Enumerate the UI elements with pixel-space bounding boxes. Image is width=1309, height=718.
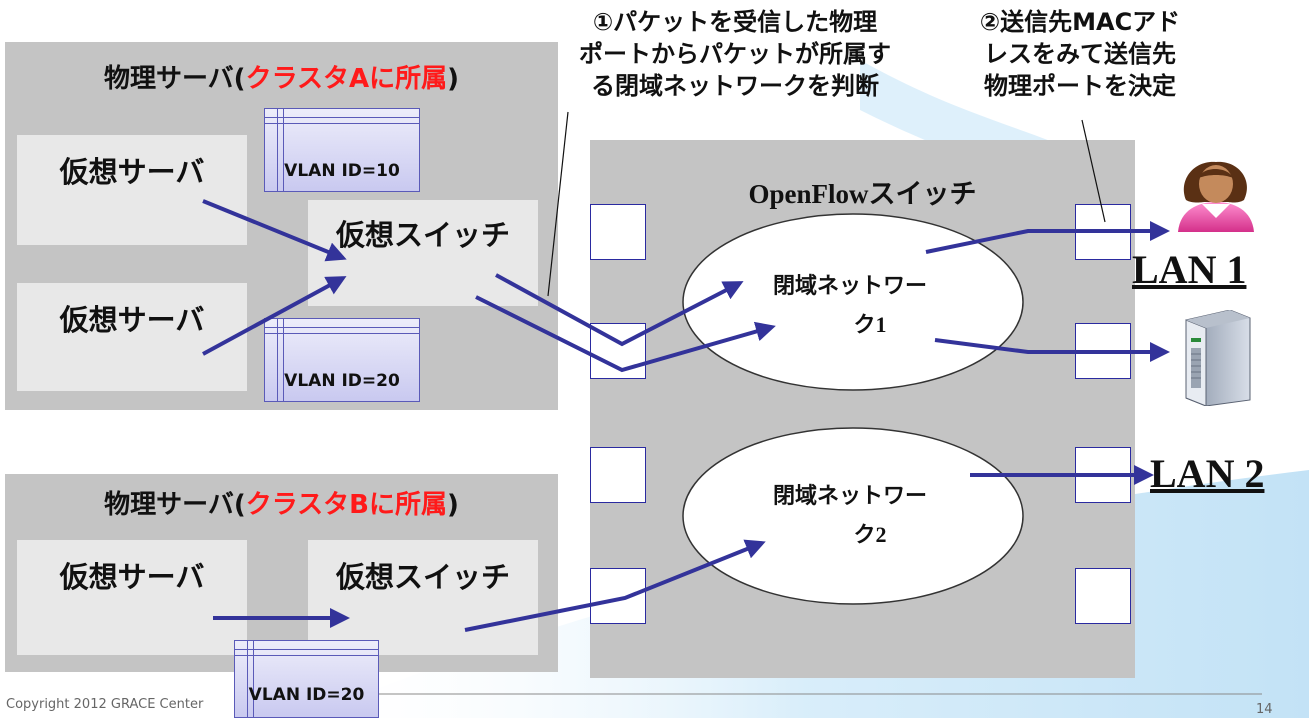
arrow-net1-to-server <box>934 338 1170 362</box>
openflow-switch-title: OpenFlowスイッチ <box>748 179 977 209</box>
arrow-net1-to-lan1 <box>925 221 1170 254</box>
cluster-a-label: クラスタAに所属 <box>245 64 448 94</box>
virtual-server-b: 仮想サーバ <box>17 540 247 655</box>
copyright: Copyright 2012 GRACE Center <box>6 697 204 712</box>
virtual-server-a1: 仮想サーバ <box>17 135 247 245</box>
virtual-server-a2: 仮想サーバ <box>17 283 247 391</box>
vlan-tag-10: VLAN ID=10 <box>264 108 420 192</box>
closed-network-1 <box>682 213 1024 391</box>
closed-network-1-label: 閉域ネットワー ク1 <box>772 274 927 337</box>
physical-server-a-title: 物理サーバ(クラスタAに所属) <box>103 64 460 94</box>
virtual-switch-b: 仮想スイッチ <box>308 540 538 655</box>
closed-network-2 <box>682 427 1024 605</box>
annotation-step-1: ①パケットを受信した物理 ポートからパケットが所属す る閉域ネットワークを判断 <box>579 8 891 100</box>
virtual-server-a2-label: 仮想サーバ <box>59 303 205 337</box>
cluster-b-label: クラスタBに所属 <box>245 490 448 520</box>
arrow-vma1-to-vswitch <box>202 199 347 262</box>
arrow-vma2-to-vswitch <box>202 276 347 356</box>
port-left-4 <box>590 568 646 624</box>
lan-2-label: LAN 2 <box>1150 451 1265 496</box>
arrow-vswitch-to-net1-a <box>495 273 744 347</box>
lan-1-label: LAN 1 <box>1132 247 1247 292</box>
server-tower-icon <box>1185 310 1251 406</box>
port-left-1 <box>590 204 646 260</box>
leader-line-step-1 <box>547 111 569 297</box>
virtual-switch-a-label: 仮想スイッチ <box>335 218 510 252</box>
person-icon <box>1178 161 1254 232</box>
annotation-step-2: ②送信先MACアド レスをみて送信先 物理ポートを決定 <box>979 8 1181 100</box>
virtual-server-a1-label: 仮想サーバ <box>59 155 205 189</box>
port-left-3 <box>590 447 646 503</box>
physical-server-b-title: 物理サーバ(クラスタBに所属) <box>104 490 459 520</box>
virtual-server-b-label: 仮想サーバ <box>59 560 205 594</box>
vlan-tag-20-b: VLAN ID=20 <box>234 640 379 718</box>
port-right-4 <box>1075 568 1131 624</box>
arrow-vswitch-to-net1-b <box>475 295 776 373</box>
vlan-tag-20-a: VLAN ID=20 <box>264 318 420 402</box>
closed-network-2-label: 閉域ネットワー ク2 <box>772 484 927 547</box>
virtual-switch-b-label: 仮想スイッチ <box>335 560 510 594</box>
arrow-vswitchb-to-net2 <box>464 539 766 632</box>
leader-line-step-2 <box>1081 119 1106 223</box>
page-number: 14 <box>1256 702 1273 717</box>
